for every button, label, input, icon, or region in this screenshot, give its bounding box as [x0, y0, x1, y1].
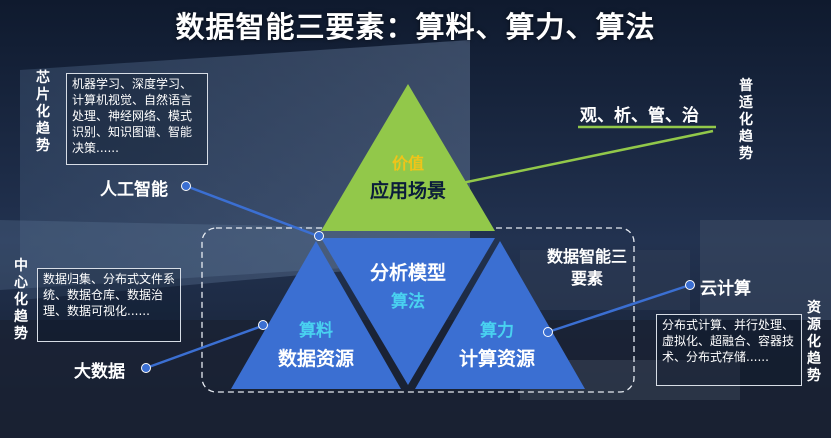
data-resource-title: 算料: [299, 321, 333, 341]
big-data-connector: [145, 324, 263, 370]
ai-dot-left: [181, 181, 191, 191]
cloud-dot-left: [543, 327, 553, 337]
data-resource-subtitle: 数据资源: [277, 348, 354, 370]
cloud-box: 分布式计算、并行处理、虚拟化、超融合、容器技术、分布式存储......: [656, 314, 802, 386]
big-data-dot-left: [141, 363, 151, 373]
data-resource-triangle: [231, 241, 401, 389]
cloud-connector: [547, 283, 691, 334]
three-elements-label: 数据智能三要素: [546, 247, 627, 288]
cloud-label: 云计算: [700, 279, 751, 299]
compute-resource-triangle: [415, 241, 585, 389]
ai-fields-box: 机器学习、深度学习、计算机视觉、自然语言处理、神经网络、模式识别、知识图谱、智能…: [66, 73, 208, 165]
value-triangle: [321, 84, 495, 231]
applications-label: 观、析、管、治: [580, 106, 699, 126]
big-data-label: 大数据: [74, 362, 125, 382]
ai-label: 人工智能: [100, 180, 168, 200]
algorithm-title: 分析模型: [369, 262, 446, 284]
big-data-dot-right: [258, 320, 268, 330]
algorithm-subtitle: 算法: [391, 292, 425, 312]
universal-trend-label: 普适化趋势: [739, 78, 753, 162]
value-title: 价值: [391, 154, 424, 173]
page-title: 数据智能三要素：算料、算力、算法: [175, 10, 656, 44]
resource-trend-label: 资源化趋势: [807, 300, 821, 384]
big-data-box: 数据归集、分布式文件系统、数据仓库、数据治理、数据可视化......: [37, 268, 181, 342]
compute-resource-subtitle: 计算资源: [458, 348, 535, 370]
value-subtitle: 应用场景: [369, 180, 446, 202]
ai-dot-right: [314, 231, 324, 241]
center-trend-label: 中心化趋势: [14, 258, 28, 342]
compute-resource-title: 算力: [480, 321, 514, 341]
ai-connector: [185, 184, 319, 238]
applications-connector: [437, 129, 714, 190]
cloud-dot-right: [685, 280, 695, 290]
chip-trend-label: 芯片化趋势: [36, 70, 50, 154]
algorithm-triangle: [321, 238, 495, 385]
